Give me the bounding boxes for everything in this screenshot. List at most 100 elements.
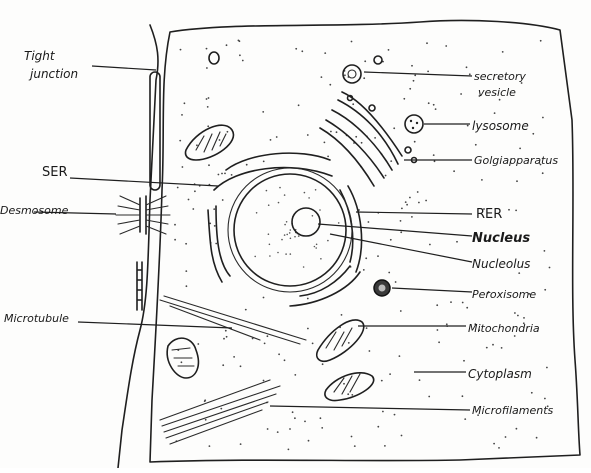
cytoplasm-dot: [185, 285, 188, 288]
cytoplasm-dot: [546, 405, 549, 408]
rer-shape: [207, 152, 363, 307]
nucleoplasm-dot: [288, 232, 291, 234]
gap-junction-shape: [136, 261, 143, 311]
nucleoplasm-dot: [265, 189, 268, 192]
lysosome-shape: [404, 114, 424, 134]
nucleoplasm-dot: [314, 189, 317, 191]
cytoplasm-dot: [221, 172, 223, 175]
cytoplasm-dot: [438, 341, 440, 344]
cytoplasm-dot: [294, 417, 296, 420]
cytoplasm-dot: [340, 314, 343, 316]
nucleoplasm-dot: [255, 212, 258, 214]
cytoplasm-dot: [403, 97, 406, 100]
label-ser: SER: [42, 165, 68, 180]
cytoplasm-dot: [412, 79, 415, 82]
nucleoplasm-dot: [285, 253, 287, 255]
cytoplasm-dot: [351, 394, 354, 396]
cytoplasm-dot: [283, 359, 286, 362]
cytoplasm-dot: [501, 51, 504, 53]
cytoplasm-dot: [291, 411, 294, 414]
cytoplasm-dot: [321, 427, 324, 429]
cytoplasm-dot: [520, 82, 523, 84]
cytoplasm-dot: [362, 269, 365, 271]
cytoplasm-dot: [409, 196, 411, 199]
tight-junction-shape: [149, 71, 161, 191]
cytoplasm-dot: [262, 296, 265, 299]
cytoplasm-dot: [544, 397, 546, 400]
cytoplasm-dot: [221, 199, 224, 201]
cytoplasm-dot: [306, 297, 309, 300]
cytoplasm-dot: [481, 179, 483, 181]
cytoplasm-dot: [192, 208, 195, 210]
cytoplasm-dot: [330, 130, 332, 133]
nucleoplasm-dot: [277, 251, 279, 254]
cytoplasm-dot: [400, 434, 403, 437]
cytoplasm-dot: [226, 130, 229, 133]
cytoplasm-dot: [197, 343, 200, 345]
cytoplasm-dot: [209, 222, 212, 225]
secretory-vesicle: [342, 64, 362, 84]
nucleoplasm-dot: [313, 245, 316, 248]
cytoplasm-dot: [432, 154, 435, 157]
desmosome-filaments: [115, 195, 171, 235]
cytoplasm-dot: [223, 337, 225, 340]
nucleoplasm-dot: [279, 186, 281, 189]
cytoplasm-dot: [497, 77, 500, 80]
leader-lines: [33, 65, 473, 411]
cytoplasm-dot: [428, 395, 431, 398]
cytoplasm-dot: [377, 255, 379, 257]
cytoplasm-dot: [433, 160, 436, 163]
cytoplasm-dot: [266, 428, 269, 430]
cytoplasm-dot: [174, 223, 176, 226]
cytoplasm-dot: [304, 420, 306, 423]
nucleoplasm-dot: [308, 197, 310, 199]
cytoplasm-dot: [528, 293, 531, 295]
label-desmosome: Desmosome: [0, 204, 69, 217]
cytoplasm-dot: [203, 400, 206, 403]
cytoplasm-dot: [174, 238, 177, 241]
cytoplasm-dot: [414, 74, 417, 77]
cytoplasm-dot: [251, 337, 254, 340]
cytoplasm-dot: [464, 418, 467, 420]
cytoplasm-dot: [224, 172, 226, 175]
cytoplasm-dot: [498, 98, 501, 101]
label-lysosome: lysosome: [472, 119, 529, 133]
cytoplasm-dot: [295, 47, 298, 50]
cytoplasm-dot: [519, 147, 521, 150]
nucleoplasm-dot: [254, 255, 256, 258]
cytoplasm-dot: [411, 64, 413, 67]
cytoplasm-dot: [425, 199, 427, 202]
cytoplasm-dot: [350, 40, 353, 43]
cytoplasm-dot: [335, 131, 338, 134]
nucleoplasm-dot: [315, 247, 318, 249]
cytoplasm-dot: [542, 116, 544, 119]
cytoplasm-dot: [478, 95, 481, 97]
cytoplasm-dot: [262, 379, 265, 382]
cytoplasm-dot: [382, 410, 384, 413]
cytoplasm-dot: [456, 240, 458, 243]
cytoplasm-dot: [206, 106, 209, 108]
microfilaments-shape: [159, 379, 281, 445]
cytoplasm-dot: [466, 124, 469, 127]
cytoplasm-dot: [406, 203, 408, 206]
cytoplasm-dot: [278, 353, 280, 356]
cytoplasm-dot: [347, 342, 350, 344]
adjacent-cell-membrane: [117, 24, 159, 469]
cytoplasm-dot: [187, 198, 190, 201]
nucleoplasm-dot: [283, 234, 286, 236]
nucleoplasm-dot: [315, 243, 318, 246]
cytoplasm-dot: [513, 335, 516, 337]
cytoplasm-dot: [427, 102, 430, 105]
cytoplasm-dot: [181, 166, 184, 168]
cytoplasm-dot: [508, 208, 510, 211]
cytoplasm-dot: [453, 170, 455, 173]
cytoplasm-dot: [239, 443, 242, 445]
nucleoplasm-dot: [267, 204, 270, 206]
cytoplasm-dot: [213, 225, 216, 227]
cytoplasm-dot: [185, 242, 188, 245]
nucleoplasm-dot: [289, 229, 292, 231]
cytoplasm-dot: [384, 445, 386, 447]
cytoplasm-dot: [483, 208, 485, 210]
cytoplasm-dot: [311, 342, 314, 345]
cytoplasm-dot: [353, 445, 356, 447]
